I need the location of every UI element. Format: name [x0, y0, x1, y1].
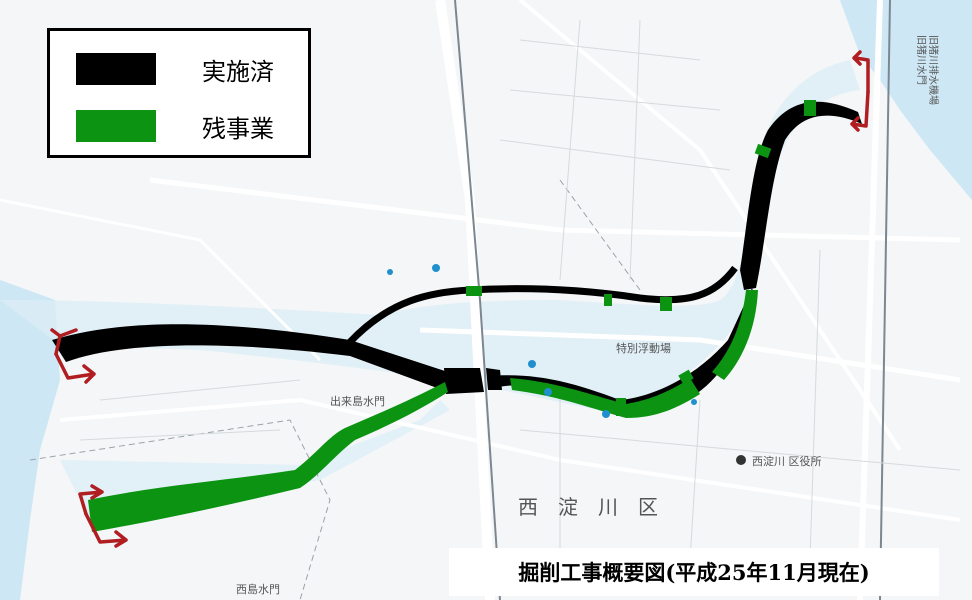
legend-item-remaining: 残事業 [76, 106, 274, 146]
legend-label-remaining: 残事業 [202, 114, 274, 143]
road-south [59, 397, 961, 522]
block-line [689, 399, 701, 561]
marker-dot [432, 264, 440, 272]
completed-west-channel [52, 324, 448, 392]
legend-swatch-completed [76, 53, 156, 85]
excavation-remaining [88, 100, 816, 532]
label-ward: 西 淀 川 区 [518, 495, 658, 519]
map-markers [387, 264, 697, 418]
city-blocks [79, 19, 961, 561]
road-ns-east [857, 0, 883, 600]
legend-swatch-remaining [76, 110, 156, 142]
remaining-marker [754, 143, 772, 159]
water-bay-west [0, 280, 60, 600]
boundary-line-2 [559, 179, 641, 291]
label-old-gate: 旧猪川排水機場 [927, 35, 940, 105]
map-caption: 掘削工事概要図(平成25年11月現在) [449, 548, 939, 596]
remaining-marker [678, 369, 694, 385]
ward-office-icon [736, 455, 746, 465]
block-line [629, 19, 641, 281]
road-diagonal [518, 0, 902, 452]
block-line [99, 379, 301, 401]
block-line [519, 39, 701, 61]
arrow-southwest-upper [78, 484, 104, 516]
marker-dot [387, 269, 393, 275]
arrow-northeast-upper [852, 50, 870, 94]
remaining-south-channel [510, 378, 700, 418]
boundaries [29, 179, 641, 600]
block-line [499, 139, 731, 171]
label-facility: 特別浮動場 [616, 341, 671, 355]
arrow-west-upper [50, 328, 78, 356]
road-main-ns [435, 0, 495, 600]
completed-junction-east [486, 368, 502, 390]
map-legend: 実施済 残事業 [47, 28, 311, 158]
remaining-marker [804, 100, 816, 116]
road-ew-north [149, 177, 961, 243]
remaining-southwest-channel [88, 382, 448, 532]
remaining-east-bank [712, 290, 758, 380]
block-line [79, 429, 281, 441]
remaining-marker [660, 297, 672, 311]
marker-dot [691, 399, 697, 405]
label-ward-office: 西淀川 区役所 [752, 454, 822, 468]
arrow-west-lower [54, 352, 96, 384]
label-east-gate: 出来島水門 [330, 394, 385, 408]
marker-dot [602, 410, 610, 418]
water-bay-northeast [840, 0, 972, 200]
road-west [0, 198, 322, 362]
block-line [809, 249, 821, 561]
arrow-northeast-lower [850, 90, 870, 132]
railways [454, 0, 891, 600]
block-line [559, 19, 581, 281]
marker-dot [528, 360, 536, 368]
legend-item-completed: 実施済 [76, 49, 274, 89]
block-line [509, 89, 721, 111]
legend-label-completed: 実施済 [202, 57, 274, 86]
block-line [519, 429, 961, 471]
section-end-arrows [50, 50, 870, 548]
water-river-main [0, 60, 860, 410]
label-west-gate: 西島水門 [236, 582, 280, 596]
remaining-marker [604, 294, 612, 306]
railway-east [879, 0, 891, 600]
remaining-marker [466, 286, 482, 296]
arrow-southwest-lower [84, 512, 128, 548]
label-gate-ne: 旧猪川水門 [915, 35, 927, 85]
completed-north-branch [347, 265, 738, 345]
marker-dot [544, 388, 552, 396]
road-ew-mid [419, 327, 961, 383]
railway-ns [454, 0, 501, 600]
remaining-marker [616, 398, 626, 416]
completed-junction-block [444, 368, 484, 394]
boundary-line-1 [29, 419, 331, 600]
